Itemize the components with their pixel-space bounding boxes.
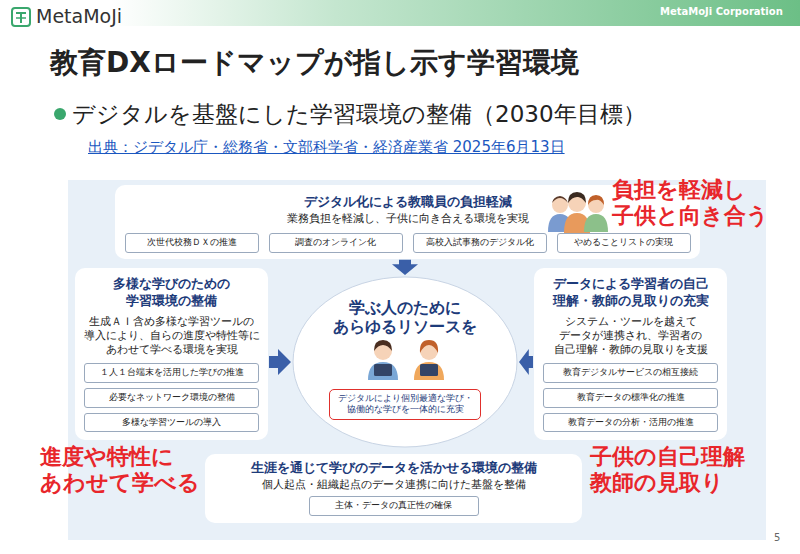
node-label: 多様な学習ツールの導入 <box>89 417 254 429</box>
bullet-dot <box>54 108 66 120</box>
node-label: 教育データの標準化の推進 <box>548 392 713 404</box>
measure-box: やめることリストの実現 <box>557 233 691 253</box>
node-label: やめることリストの実現 <box>562 237 686 249</box>
node-label: 必要なネットワーク環境の整備 <box>89 392 254 404</box>
measure-box: １人１台端末を活用した学びの推進 <box>84 363 259 383</box>
center-ellipse: 学ぶ人のために あらゆるリソースをデジタルにより個別最適な学び・ 協働的な学びを… <box>292 276 518 448</box>
block-arrow <box>392 260 418 275</box>
node-label: １人１台端末を活用した学びの推進 <box>89 367 254 379</box>
node-heading: データによる学習者の自己 理解・教師の見取りの充実 <box>542 276 719 310</box>
node-body: システム・ツールを越えて データが連携され、学習者の 自己理解・教師の見取りを支… <box>542 314 719 357</box>
block-arrow <box>519 349 533 375</box>
node-label: デジタルにより個別最適な学び・ 協働的な学びを一体的に充実 <box>336 393 474 416</box>
node-heading: デジタル化による教職員の負担軽減 <box>121 194 694 211</box>
node-label: 次世代校務ＤＸの推進 <box>130 237 254 249</box>
goal-box: データによる学習者の自己 理解・教師の見取りの充実システム・ツールを越えて デー… <box>534 268 727 440</box>
ellipse-shape <box>293 277 517 447</box>
measure-box: 調査のオンライン化 <box>269 233 403 253</box>
bullet-text: デジタルを基盤にした学習環境の整備（2030年目標） <box>72 99 646 130</box>
highlight-box: デジタルにより個別最適な学び・ 協働的な学びを一体的に充実 <box>329 389 481 420</box>
logo-icon <box>12 8 30 26</box>
staff-figures <box>548 192 608 233</box>
goal-box: 多様な学びのための 学習環境の整備生成ＡＩ含め多様な学習ツールの 導入により、自… <box>75 268 268 440</box>
callout-text: 子供の自己理解 教師の見取り <box>590 444 766 496</box>
measure-box: 次世代校務ＤＸの推進 <box>125 233 259 253</box>
page-number: 5 <box>774 532 780 543</box>
measure-box: 多様な学習ツールの導入 <box>84 413 259 433</box>
node-label: 主体・データの真正性の確保 <box>314 500 474 512</box>
node-heading: 多様な学びのための 学習環境の整備 <box>83 276 260 310</box>
measure-box: 高校入試事務のデジタル化 <box>413 233 547 253</box>
node-label: 高校入試事務のデジタル化 <box>418 237 542 249</box>
callout-text: 負担を軽減し 子供と向き合う <box>612 177 788 229</box>
measure-box: 教育デジタルサービスの相互接続 <box>543 363 718 383</box>
measure-box: 教育データの分析・活用の推進 <box>543 413 718 433</box>
block-arrow <box>269 349 291 375</box>
node-label: 教育データの分析・活用の推進 <box>548 417 713 429</box>
learner-figures <box>368 340 444 380</box>
node-body: 個人起点・組織起点のデータ連携に向けた基盤を整備 <box>262 477 526 491</box>
callout-text: 進度や特性に あわせて学べる <box>40 444 216 496</box>
node-label: 調査のオンライン化 <box>274 237 398 249</box>
node-heading: 生涯を通じて学びのデータを活かせる環境の整備 <box>251 460 537 477</box>
measure-box: 必要なネットワーク環境の整備 <box>84 388 259 408</box>
goal-box: 生涯を通じて学びのデータを活かせる環境の整備個人起点・組織起点のデータ連携に向け… <box>205 454 582 523</box>
slide-title: 教育DXロードマップが指し示す学習環境 <box>50 44 579 82</box>
node-label: 教育デジタルサービスの相互接続 <box>548 367 713 379</box>
node-body: 業務負担を軽減し、子供に向き合える環境を実現 <box>121 211 694 225</box>
source-link: 出典：ジデタル庁・総務省・文部科学省・経済産業省 2025年6月13日 <box>88 138 565 157</box>
measure-box: 教育データの標準化の推進 <box>543 388 718 408</box>
logo-text: MetaMoJi <box>36 5 122 27</box>
node-heading: 学ぶ人のために あらゆるリソースを <box>330 298 480 336</box>
node-body: 生成ＡＩ含め多様な学習ツールの 導入により、自らの進度や特性等に あわせて学べる… <box>83 314 260 357</box>
measure-box: 主体・データの真正性の確保 <box>309 496 479 516</box>
company-name: MetaMoJi Corporation <box>660 6 783 17</box>
